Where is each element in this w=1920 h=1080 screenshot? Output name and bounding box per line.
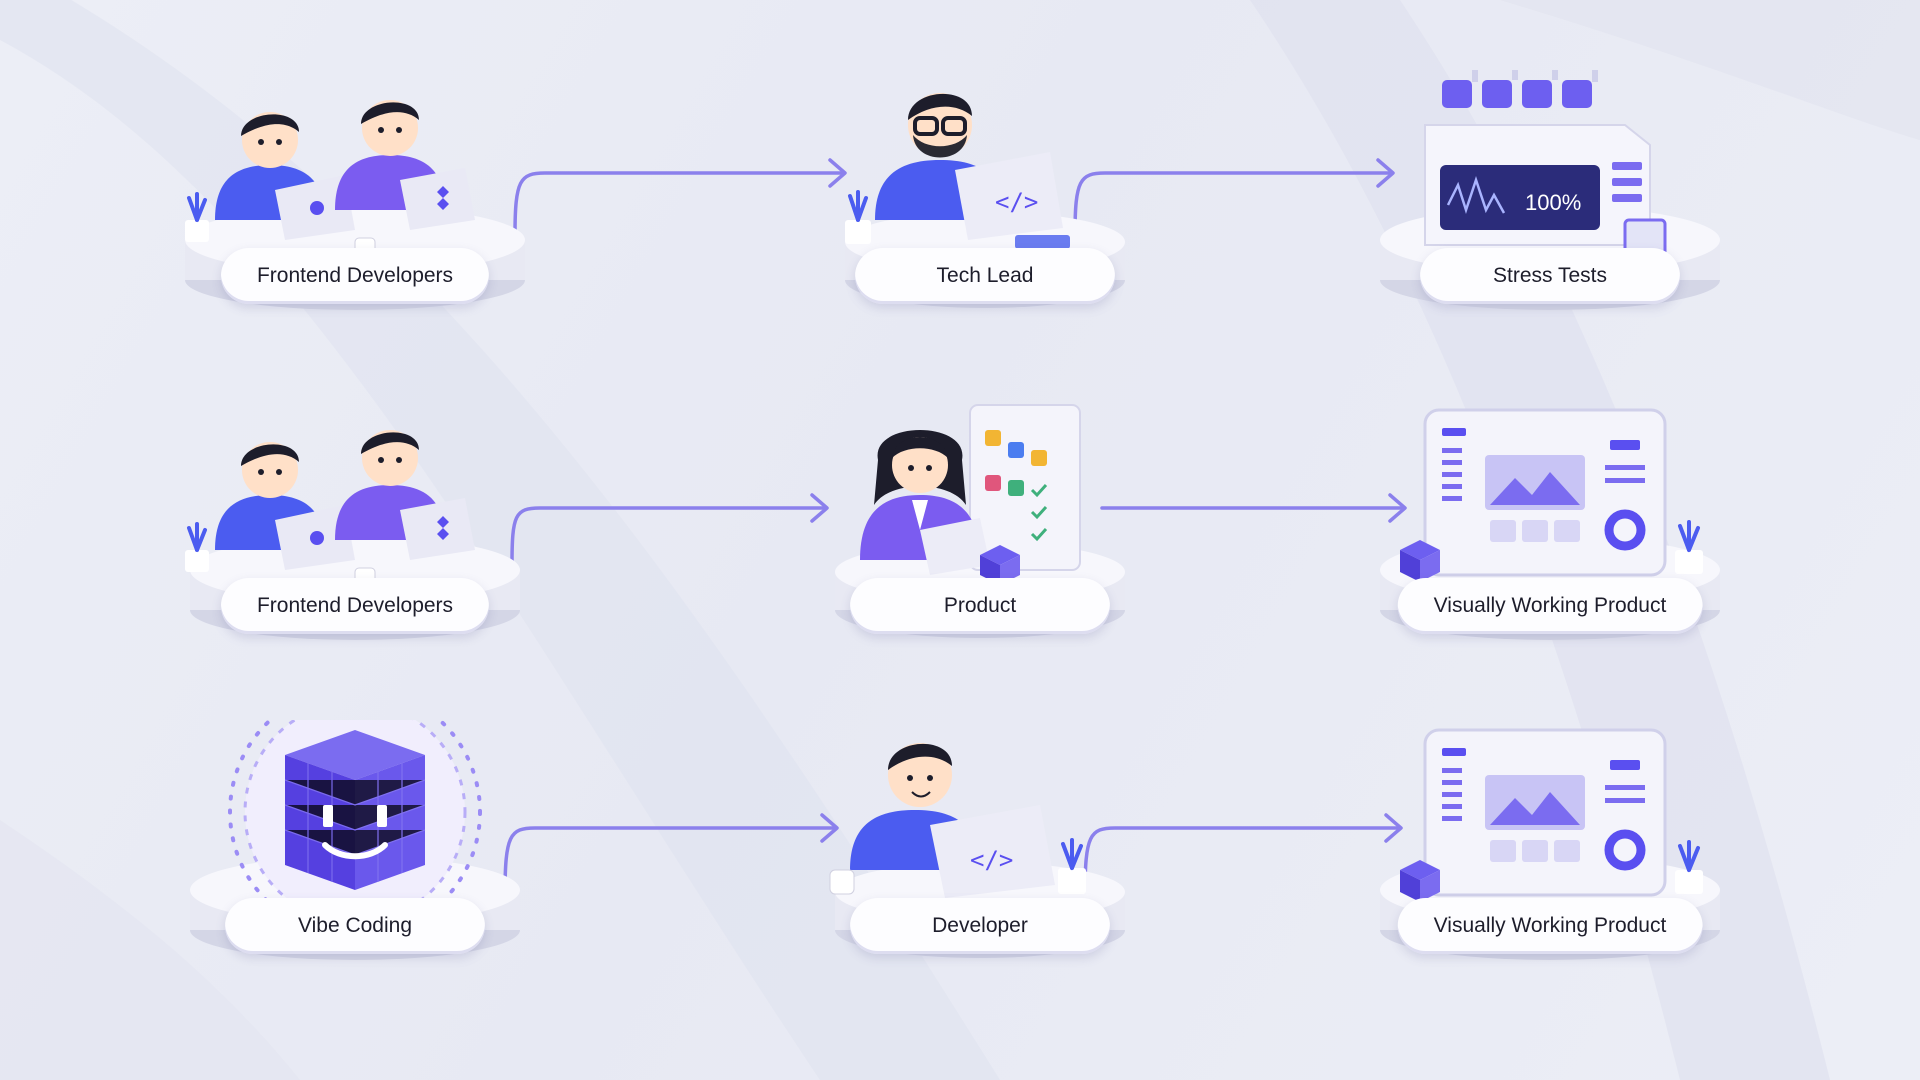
node-developer: </> Developer [800, 720, 1160, 960]
node-frontend-developers: Frontend Developers [175, 400, 535, 640]
connector-arrow [1073, 171, 1392, 237]
node-visually-working-product: Visually Working Product [1370, 720, 1730, 960]
arrowhead [810, 493, 829, 523]
tech-lead-icon: </> [845, 93, 1070, 249]
dashboard-icon [1400, 408, 1703, 582]
node-stress-tests: 100% Stress Tests [1370, 70, 1730, 310]
product-manager-icon [860, 404, 1081, 585]
node-label: Developer [850, 898, 1110, 954]
connector-arrow [510, 506, 826, 567]
node-label: Visually Working Product [1397, 898, 1703, 954]
arrowhead [1376, 158, 1395, 188]
node-label: Stress Tests [1420, 248, 1680, 304]
node-label: Visually Working Product [1397, 578, 1703, 634]
connector-arrow [503, 826, 836, 897]
svg-text:</>: </> [970, 846, 1013, 874]
arrowhead [1384, 813, 1403, 843]
node-vibe-coding: Vibe Coding [175, 720, 535, 960]
arrowhead [1388, 493, 1407, 523]
arrowhead [828, 158, 847, 188]
developer-icon: </> [829, 743, 1086, 898]
developers-pair-icon [185, 430, 475, 589]
node-label: Frontend Developers [220, 578, 490, 634]
connector-arrow [513, 171, 844, 237]
node-tech-lead: </> Tech Lead [805, 70, 1165, 310]
svg-text:</>: </> [995, 188, 1038, 216]
node-visually-working-product: Visually Working Product [1370, 400, 1730, 640]
stress-percent-readout: 100% [1525, 190, 1581, 215]
node-label: Product [850, 578, 1110, 634]
node-label: Vibe Coding [225, 898, 485, 954]
developers-pair-icon [185, 100, 475, 259]
node-product: Product [800, 400, 1160, 640]
node-label: Frontend Developers [220, 248, 490, 304]
dashboard-icon [1400, 728, 1703, 902]
ai-cube-icon [228, 720, 482, 939]
node-label: Tech Lead [855, 248, 1115, 304]
node-frontend-developers: Frontend Developers [175, 70, 535, 310]
arrowhead [820, 813, 839, 843]
